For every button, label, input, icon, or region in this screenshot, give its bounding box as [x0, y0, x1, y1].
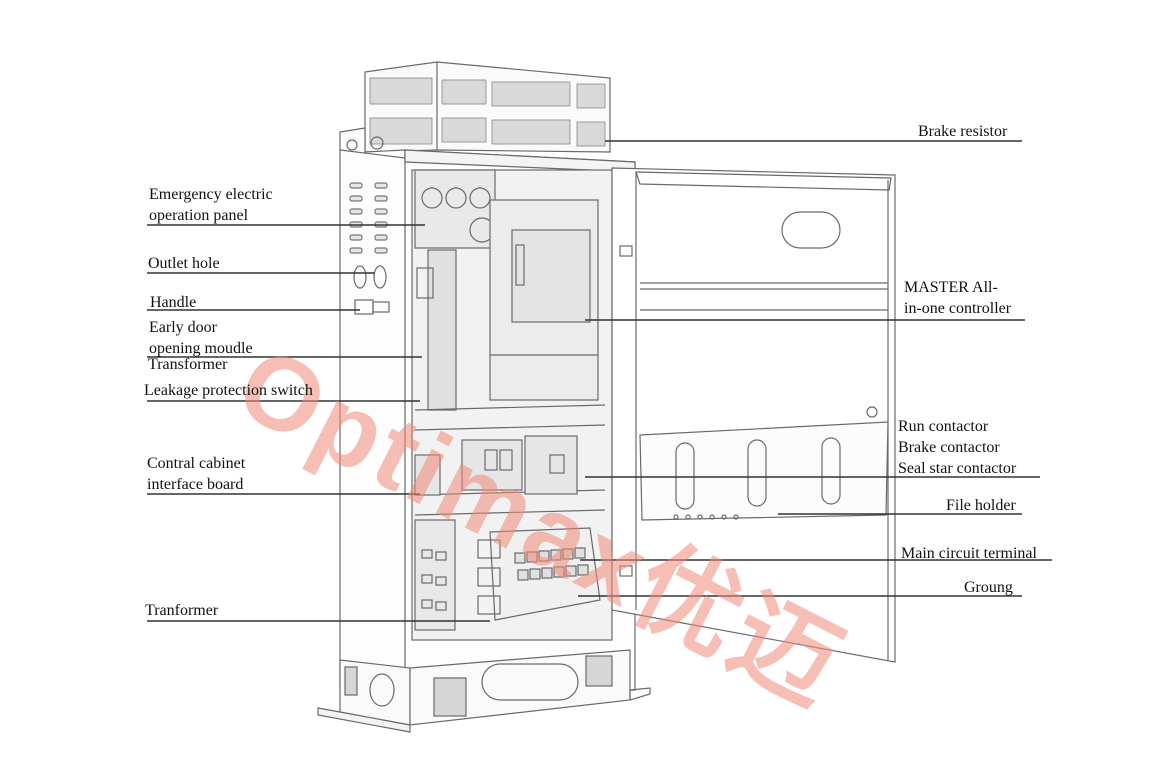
- label-line: MASTER All-: [904, 279, 998, 296]
- label-line: Seal star contactor: [898, 460, 1017, 477]
- cabinet-base: [317, 649, 651, 733]
- label-line: Contral cabinet: [147, 455, 246, 472]
- label-line: operation panel: [149, 207, 249, 224]
- label-line: interface board: [147, 476, 244, 493]
- brake-resistor-box: [364, 61, 611, 153]
- cabinet-door: [611, 167, 896, 663]
- label-master-controller: MASTER All- in-one controller: [904, 277, 1011, 319]
- label-line: Brake contactor: [898, 439, 1000, 456]
- label-main-circuit-terminal: Main circuit terminal: [901, 543, 1037, 564]
- label-line: Brake resistor: [918, 123, 1008, 140]
- label-line: File holder: [946, 497, 1016, 514]
- label-transformer-bottom: Tranformer: [145, 600, 218, 621]
- label-line: Emergency electric: [149, 186, 273, 203]
- leader-lines: [147, 140, 1052, 622]
- label-line: Transformer: [148, 356, 228, 373]
- label-line: Run contactor: [898, 418, 989, 435]
- label-handle: Handle: [150, 292, 196, 313]
- label-line: Outlet hole: [148, 255, 220, 272]
- label-line: Early door: [149, 319, 217, 336]
- label-brake-resistor: Brake resistor: [918, 121, 1007, 142]
- label-line: in-one controller: [904, 300, 1012, 317]
- label-early-door-module: Early door opening moudle: [149, 317, 253, 359]
- label-contactors: Run contactor Brake contactor Seal star …: [898, 416, 1016, 479]
- label-line: Leakage protection switch: [144, 382, 313, 399]
- label-line: Handle: [150, 294, 197, 311]
- label-line: Tranformer: [145, 602, 219, 619]
- label-leakage-switch: Leakage protection switch: [144, 380, 313, 401]
- label-transformer-top: Transformer: [148, 354, 227, 375]
- label-line: Main circuit terminal: [901, 545, 1037, 562]
- label-ground: Groung: [964, 577, 1013, 598]
- cabinet-interior: [411, 169, 613, 641]
- label-interface-board: Contral cabinet interface board: [147, 453, 245, 495]
- label-line: opening moudle: [149, 340, 253, 357]
- label-line: Groung: [964, 579, 1013, 596]
- label-outlet-hole: Outlet hole: [148, 253, 220, 274]
- label-file-holder: File holder: [946, 495, 1016, 516]
- label-emergency-panel: Emergency electric operation panel: [149, 184, 273, 226]
